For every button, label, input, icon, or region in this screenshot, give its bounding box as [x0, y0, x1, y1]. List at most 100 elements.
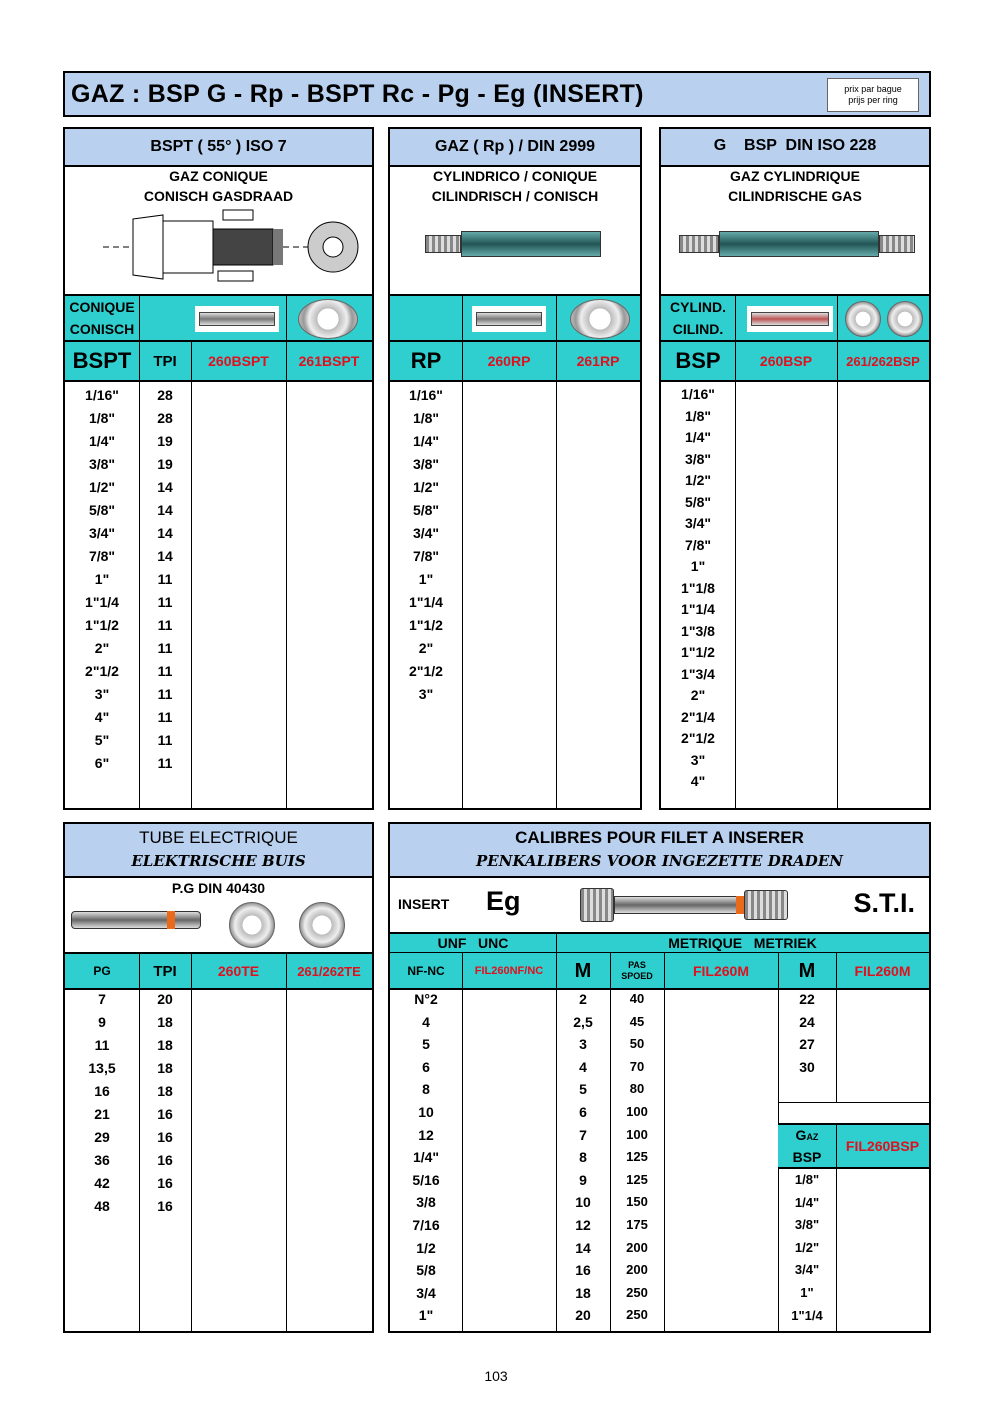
list-item: N°2 — [414, 991, 438, 1007]
bspt-sub1: GAZ CONIQUE — [169, 168, 268, 184]
sti-label: S.T.I. — [853, 888, 915, 918]
list-item: 2"1/2 — [409, 663, 443, 679]
insert-cyan-band — [390, 932, 929, 990]
list-item: 3/8" — [794, 1217, 820, 1233]
list-item: 28 — [157, 410, 173, 426]
list-item: 5/8" — [684, 493, 712, 510]
te-panel: TUBE ELECTRIQUE ELEKTRISCHE BUIS P.G DIN… — [63, 822, 374, 1333]
list-item: 42 — [94, 1175, 110, 1191]
list-item: 16 — [157, 1175, 173, 1191]
list-item: 7 — [579, 1126, 587, 1143]
eg-label: Eg — [486, 886, 521, 916]
list-item: 27 — [799, 1036, 815, 1053]
list-item: 80 — [629, 1081, 645, 1097]
list-item: 1/16" — [681, 386, 715, 402]
bsp-type: CYLIND. CILIND. — [661, 296, 735, 340]
list-item: 9 — [579, 1171, 587, 1188]
list-item: 1/8" — [794, 1172, 820, 1187]
list-item: 13,5 — [88, 1060, 116, 1076]
rp-size-list: 1/16"1/8"1/4"3/8"1/2"5/8"3/4"7/8"1"1"1/4… — [390, 384, 462, 706]
list-item: 3/4" — [794, 1262, 820, 1278]
price-note-fr: prix par bague — [844, 84, 902, 94]
m-col-header: M — [574, 959, 592, 982]
list-item: 175 — [626, 1216, 648, 1232]
list-item: 20 — [157, 991, 173, 1007]
list-item: 3/4" — [684, 515, 712, 531]
list-item: 200 — [626, 1239, 648, 1255]
ring-gauge-image — [229, 902, 275, 948]
list-item: 7/8" — [412, 548, 440, 564]
gaz-label-az: AZ — [806, 1132, 819, 1142]
plug-gauge-image — [195, 306, 279, 332]
list-item: 10 — [575, 1194, 591, 1211]
list-item: 1"1/4 — [791, 1307, 823, 1323]
list-item: 1/4" — [794, 1194, 820, 1210]
bspt-type: CONIQUE CONISCH — [65, 296, 139, 340]
plug-gauge-image — [580, 888, 796, 922]
list-item: 1" — [94, 571, 110, 587]
list-item: 1" — [418, 571, 434, 587]
te-header-nl: ELEKTRISCHE BUIS — [131, 852, 306, 870]
list-item: 14 — [575, 1239, 591, 1256]
list-item: 1" — [690, 558, 706, 574]
list-item: 5" — [94, 732, 110, 748]
list-item: 1/2 — [416, 1239, 436, 1256]
list-item: 3/8" — [684, 450, 712, 467]
list-item: 6 — [422, 1058, 430, 1075]
list-item: 3" — [690, 751, 706, 768]
rp-panel: GAZ ( Rp ) / DIN 2999 CYLINDRICO / CONIQ… — [388, 127, 642, 810]
list-item: 3 — [579, 1036, 587, 1053]
te-tpi-col-header: TPI — [153, 962, 177, 980]
list-item: 70 — [629, 1058, 645, 1074]
ring-gauge-image — [845, 301, 881, 337]
pas-col-header: PAS SPOED — [610, 954, 664, 988]
list-item: 16 — [157, 1129, 173, 1145]
list-item: 18 — [157, 1037, 173, 1053]
261bspt-col-header: 261BSPT — [298, 353, 360, 369]
list-item: 11 — [157, 732, 173, 748]
list-item: 40 — [629, 991, 645, 1006]
list-item: 16 — [157, 1198, 173, 1214]
list-item: 1/2" — [684, 472, 712, 488]
bsp-type2: CILIND. — [672, 321, 724, 337]
list-item: 2" — [94, 640, 110, 656]
list-item: 1"1/4 — [681, 601, 715, 617]
price-note-nl: prijs per ring — [848, 95, 898, 105]
gaz-bsp-list: 1/8"1/4"3/8"1/2"3/4"1"1"1/4 — [778, 1169, 836, 1327]
list-item: 16 — [157, 1152, 173, 1168]
list-item: 2 — [579, 991, 587, 1007]
list-item: 8 — [422, 1081, 430, 1098]
list-item: 16 — [94, 1083, 110, 1099]
rp-sub1: CYLINDRICO / CONIQUE — [432, 168, 598, 184]
list-item: 1/8" — [88, 410, 116, 426]
list-item: 1"1/4 — [85, 594, 119, 610]
list-item: 3/4" — [88, 525, 116, 541]
ring-gauge-image — [570, 299, 630, 339]
261-262bsp-col-header: 261/262BSP — [846, 353, 920, 369]
price-note: prix par bague prijs per ring — [827, 78, 919, 112]
list-item: 250 — [626, 1284, 648, 1300]
list-item: 1"1/2 — [681, 644, 715, 660]
list-item: 12 — [418, 1126, 434, 1143]
bsp-type1: CYLIND. — [670, 299, 726, 315]
list-item: 3/8 — [416, 1194, 436, 1211]
bsp-sub1: GAZ CYLINDRIQUE — [730, 168, 860, 184]
tpi-col-header: TPI — [153, 352, 177, 370]
te-cyan-band — [65, 952, 372, 990]
list-item: 7/16 — [412, 1216, 440, 1233]
te-header-fr: TUBE ELECTRIQUE — [139, 828, 298, 847]
bspt-panel: BSPT ( 55° ) ISO 7 GAZ CONIQUE CONISCH G… — [63, 127, 374, 810]
list-item: 1"1/2 — [85, 617, 119, 633]
list-item: 50 — [629, 1036, 645, 1052]
bsp-header: G BSP DIN ISO 228 — [661, 129, 929, 167]
gaz-bsp-col-header: GAZ BSP — [778, 1125, 836, 1167]
bspt-size-list: 1/16"1/8"1/4"3/8"1/2"5/8"3/4"7/8"1"1"1/4… — [65, 384, 139, 775]
plug-gauge-image — [425, 229, 605, 259]
list-item: 30 — [799, 1058, 815, 1075]
list-item: 7/8" — [684, 536, 712, 553]
list-item: 1"3/4 — [681, 665, 715, 682]
